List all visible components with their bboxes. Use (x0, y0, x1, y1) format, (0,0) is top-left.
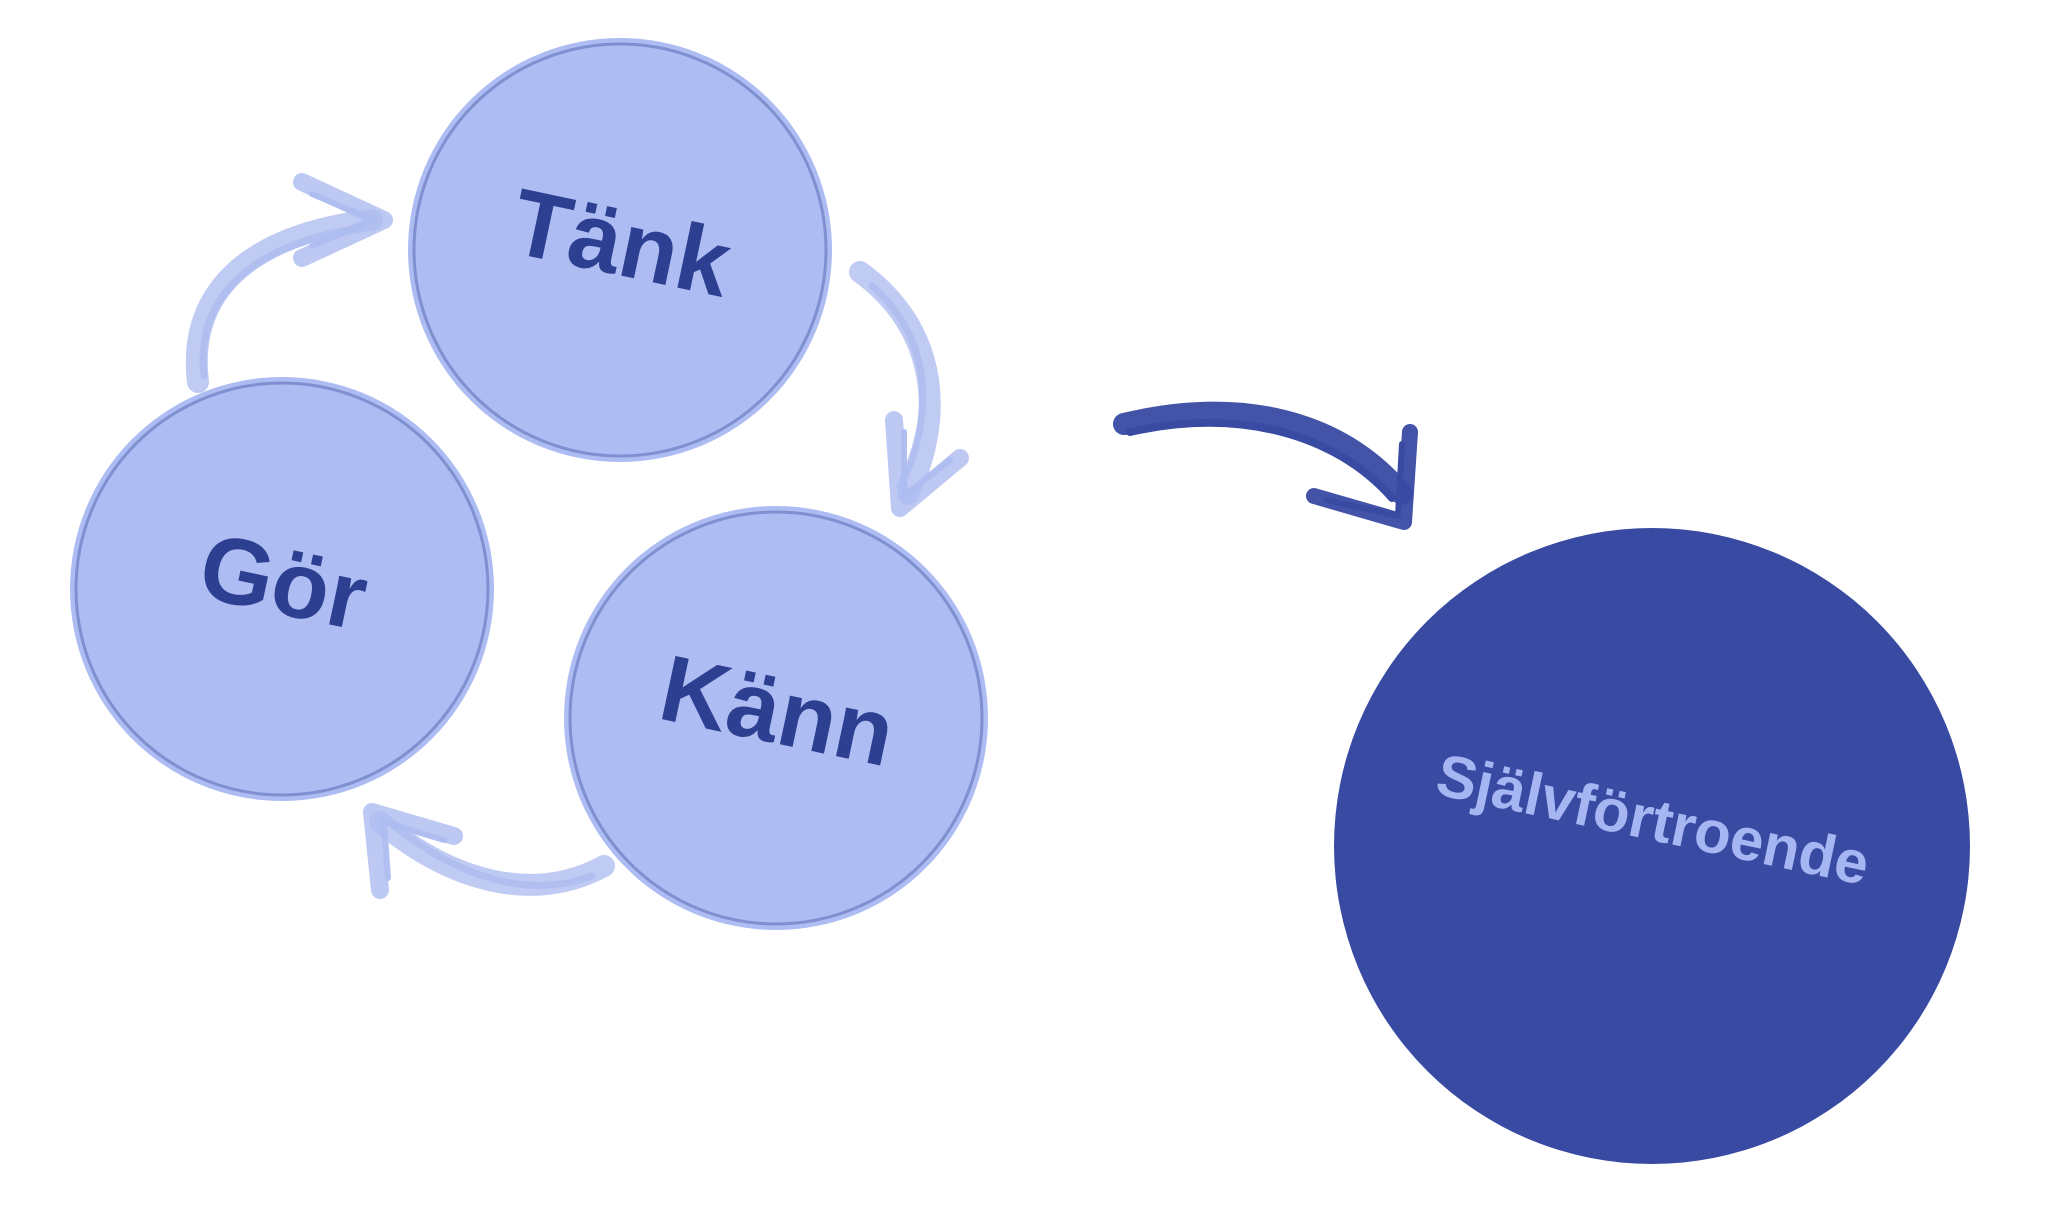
arrow-tank-to-kann (849, 261, 969, 517)
node-tank-edge (412, 42, 828, 458)
node-tank-circle (408, 38, 832, 462)
outcome-edge (1337, 531, 1967, 1161)
arrow-gor-to-tank (185, 173, 393, 393)
node-tank: Tänk (408, 38, 832, 462)
node-kann: Känn (564, 506, 988, 930)
outcome-circle (1334, 528, 1970, 1164)
cycle-arrows (185, 173, 969, 899)
node-gor: Gör (70, 377, 494, 801)
node-kann-edge (568, 510, 984, 926)
arrow-kann-to-gor (363, 803, 615, 899)
arrow-cycle-to-outcome (1113, 401, 1418, 530)
outcome-node: Självförtroende (1334, 528, 1970, 1164)
node-kann-circle (564, 506, 988, 930)
cycle-nodes: Tänk Känn Gör (70, 38, 988, 930)
node-gor-edge (74, 381, 490, 797)
node-gor-circle (70, 377, 494, 801)
